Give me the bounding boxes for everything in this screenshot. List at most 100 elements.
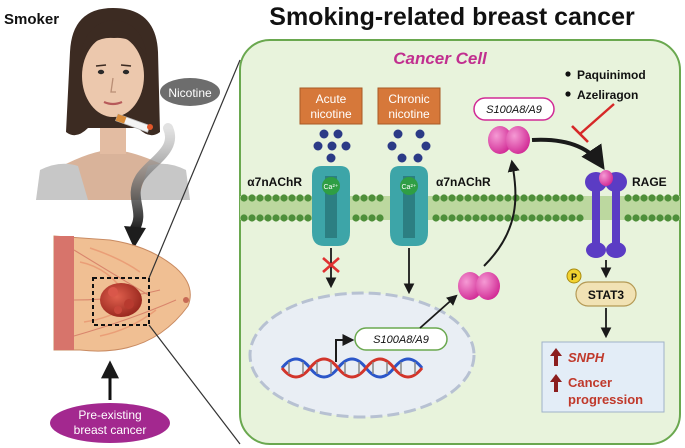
- lipid-head: [544, 194, 552, 202]
- acute-nicotine-line-2: nicotine: [310, 107, 352, 121]
- lipid-head: [360, 214, 368, 222]
- lipid-head: [480, 214, 488, 222]
- lipid-head: [488, 194, 496, 202]
- calcium-right-label: Ca²⁺: [402, 184, 417, 191]
- chronic-nicotine-line-1: Chronic: [388, 92, 429, 106]
- lipid-head: [448, 194, 456, 202]
- s100-gene-label: S100A8/A9: [354, 327, 448, 351]
- lipid-head: [368, 194, 376, 202]
- lipid-head: [528, 194, 536, 202]
- lipid-head: [648, 194, 656, 202]
- lipid-head: [664, 214, 672, 222]
- preexisting-line-1: Pre-existing: [78, 408, 141, 422]
- chronic-nicotine-molecules: [387, 129, 431, 163]
- acute-nicotine-molecules: [313, 129, 351, 163]
- lipid-head: [624, 194, 632, 202]
- lipid-head: [456, 214, 464, 222]
- lipid-head: [536, 194, 544, 202]
- lipid-head: [552, 214, 560, 222]
- lipid-head: [648, 214, 656, 222]
- lipid-head: [304, 214, 312, 222]
- cell-label: Cancer Cell: [393, 49, 488, 68]
- chronic-nicotine-box: Chronic nicotine: [377, 87, 441, 125]
- inhibitor-1: Paquinimod: [577, 68, 646, 82]
- smoke-arrow: [124, 123, 175, 248]
- lipid-head: [624, 214, 632, 222]
- rage-label: RAGE: [632, 175, 667, 189]
- lipid-head: [440, 214, 448, 222]
- transcription-arrow: [335, 334, 355, 362]
- lipid-head: [632, 194, 640, 202]
- snph-up-arrow-icon: [550, 348, 562, 366]
- inhibitor-list: Paquinimod Azeliragon: [565, 68, 646, 102]
- dna-helix-icon: [280, 357, 424, 379]
- phospho-label: P: [571, 272, 577, 282]
- receptor-right: Ca²⁺: [390, 166, 428, 246]
- inhibitor-2: Azeliragon: [577, 88, 638, 102]
- cigarette-icon: [115, 113, 153, 133]
- s100-secreted-label: S100A8/A9: [473, 97, 555, 121]
- lipid-head: [528, 214, 536, 222]
- lipid-head: [504, 214, 512, 222]
- lipid-head: [280, 194, 288, 202]
- lipid-head: [440, 194, 448, 202]
- lipid-head: [536, 214, 544, 222]
- lipid-head: [456, 194, 464, 202]
- tumor-icon: [100, 283, 142, 317]
- s100-protein-secreted: [488, 126, 530, 154]
- lipid-head: [576, 214, 584, 222]
- lipid-head: [656, 214, 664, 222]
- lipid-head: [656, 194, 664, 202]
- lipid-head: [568, 194, 576, 202]
- lipid-head: [520, 194, 528, 202]
- lipid-head: [664, 194, 672, 202]
- lipid-head: [272, 214, 280, 222]
- lipid-head: [448, 214, 456, 222]
- lipid-head: [256, 214, 264, 222]
- lipid-head: [480, 194, 488, 202]
- lipid-head: [464, 194, 472, 202]
- lipid-head: [504, 194, 512, 202]
- nicotine-badge: Nicotine: [160, 78, 220, 106]
- outcome-snph: SNPH: [568, 350, 605, 365]
- receptor-left-label: α7nAChR: [247, 175, 302, 189]
- lipid-head: [248, 214, 256, 222]
- zoom-line-bottom: [148, 324, 241, 445]
- acute-nicotine-box: Acute nicotine: [299, 87, 363, 125]
- page-title: Smoking-related breast cancer: [269, 3, 635, 31]
- calcium-left-icon: [322, 177, 340, 195]
- lipid-head: [368, 214, 376, 222]
- lipid-head: [632, 214, 640, 222]
- lipid-head: [432, 214, 440, 222]
- receptor-left: Ca²⁺: [312, 166, 350, 246]
- calcium-right-icon: [400, 177, 418, 195]
- lipid-head: [360, 194, 368, 202]
- lipid-head: [464, 214, 472, 222]
- outcomes-box: SNPH Cancer progression: [541, 341, 665, 413]
- blocked-x-icon: [322, 257, 340, 273]
- lipid-head: [432, 194, 440, 202]
- chronic-nicotine-line-2: nicotine: [388, 107, 430, 121]
- calcium-left-label: Ca²⁺: [324, 184, 339, 191]
- lipid-head: [240, 214, 248, 222]
- lipid-head: [512, 214, 520, 222]
- lipid-head: [376, 214, 384, 222]
- lipid-head: [296, 194, 304, 202]
- lipid-head: [264, 214, 272, 222]
- smoker-illustration: [36, 8, 190, 200]
- lipid-head: [560, 194, 568, 202]
- lipid-head: [272, 194, 280, 202]
- lipid-head: [352, 194, 360, 202]
- lipid-head: [496, 194, 504, 202]
- lipid-head: [488, 214, 496, 222]
- s100-gene-text: S100A8/A9: [373, 334, 429, 346]
- lipid-head: [288, 214, 296, 222]
- lipid-head: [672, 214, 680, 222]
- stat3-node: STAT3: [575, 281, 637, 307]
- lipid-head: [296, 214, 304, 222]
- lipid-head: [552, 194, 560, 202]
- lipid-head: [472, 214, 480, 222]
- preexisting-line-2: breast cancer: [74, 423, 147, 437]
